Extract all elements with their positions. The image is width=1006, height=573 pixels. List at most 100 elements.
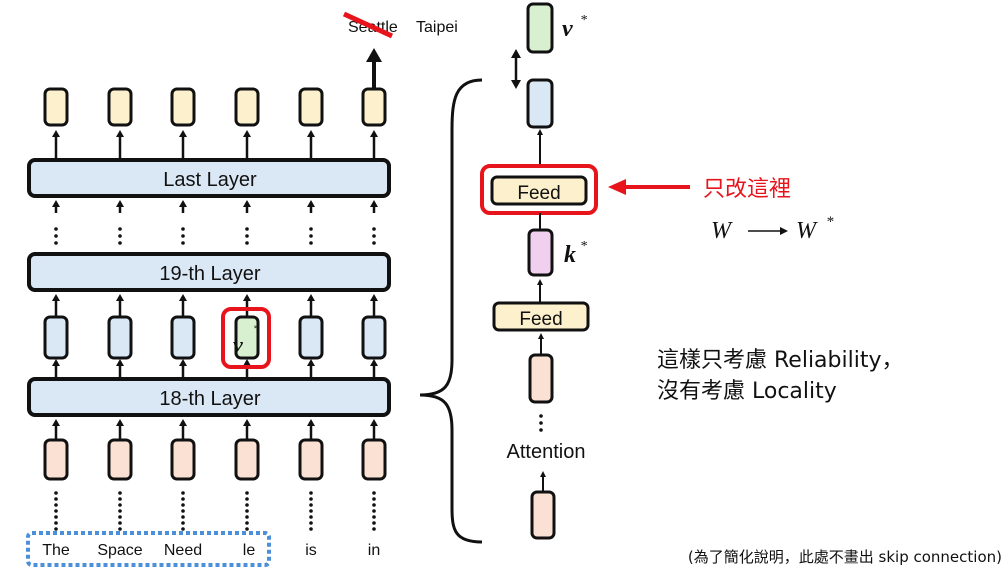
weight-to: W — [796, 218, 818, 244]
layer-19-label: 19-th Layer — [159, 263, 261, 285]
ellipsis-dot — [245, 497, 249, 501]
token-label: le — [243, 542, 256, 559]
target-vector-box — [526, 2, 554, 54]
input-embedding-box — [361, 438, 387, 481]
ellipsis-dot — [181, 227, 185, 231]
edited-vector-highlight: v * — [221, 307, 271, 369]
arrow-last-to-output-head — [116, 130, 124, 137]
arrow-embed-to-18-head — [370, 419, 378, 426]
note-line-2: 沒有考慮 Locality — [657, 379, 837, 404]
ellipsis-dot — [309, 234, 313, 238]
hidden-state-box — [298, 315, 324, 360]
ellipsis-dot — [54, 503, 58, 507]
ellipsis-dot — [372, 234, 376, 238]
target-vector-sup: * — [580, 13, 587, 28]
arrow-hidden-to-19-head — [307, 294, 315, 301]
ellipsis-dot — [309, 503, 313, 507]
input-embedding-box — [170, 438, 196, 481]
edited-vector-sup: * — [253, 321, 260, 336]
hidden-state-box — [170, 315, 196, 360]
edited-hidden-box — [234, 315, 260, 360]
ellipsis-dot — [539, 414, 543, 418]
ellipsis-dot — [309, 241, 313, 245]
note-line-1: 這樣只考慮 Reliability， — [657, 348, 903, 373]
key-vector-box — [527, 228, 554, 277]
hidden-state-box — [107, 315, 133, 360]
footnote: (為了簡化說明，此處不畫出 skip connection) — [688, 548, 1002, 566]
arrow-18-to-hidden-head — [370, 359, 378, 366]
ellipsis-dot — [181, 491, 185, 495]
ellipsis-dot — [54, 491, 58, 495]
ellipsis-dot — [372, 227, 376, 231]
ellipsis-dot — [309, 497, 313, 501]
arrow-18-to-hidden-head — [307, 359, 315, 366]
ellipsis-dot — [539, 428, 543, 432]
layer-last: Last Layer — [27, 158, 391, 198]
ellipsis-dot — [309, 509, 313, 513]
arrow-embed-to-18-head — [243, 419, 251, 426]
new-answer: Taipei — [416, 19, 458, 36]
red-highlight-box — [221, 307, 271, 369]
input-embedding-box — [298, 438, 324, 481]
ellipsis-dot — [245, 509, 249, 513]
arrow-into-last-layer-head — [307, 200, 315, 207]
ellipsis-dot — [54, 527, 58, 531]
ellipsis-dot — [245, 503, 249, 507]
token-label: in — [368, 542, 380, 559]
edit-annotation: 只改這裡 W W * — [608, 177, 834, 244]
prediction-arrow-head — [366, 48, 382, 62]
ellipsis-dot — [245, 227, 249, 231]
ellipsis-dot — [309, 491, 313, 495]
ellipsis-dot — [54, 241, 58, 245]
ellipsis-dot — [372, 497, 376, 501]
ellipsis-dot — [118, 497, 122, 501]
ellipsis-dot — [181, 521, 185, 525]
arrow-embed-to-18-head — [179, 419, 187, 426]
weight-to-sup: * — [826, 214, 834, 230]
ellipsis-dot — [245, 234, 249, 238]
token-label: Space — [97, 542, 142, 559]
attention-input-box — [530, 490, 556, 540]
layer-18-bar — [27, 377, 391, 417]
ellipsis-dot — [245, 241, 249, 245]
ellipsis-dot — [372, 491, 376, 495]
weight-arrow-head — [780, 227, 788, 235]
attention-label: Attention — [507, 441, 586, 463]
ellipsis-dot — [54, 515, 58, 519]
token-columns — [43, 87, 387, 531]
ellipsis-dot — [54, 234, 58, 238]
token-label: Need — [164, 542, 202, 559]
note: 這樣只考慮 Reliability， 沒有考慮 Locality — [657, 348, 903, 404]
ellipsis-dot — [372, 241, 376, 245]
token-label: is — [305, 542, 317, 559]
ellipsis-dot — [54, 509, 58, 513]
arrow-18-to-hidden-head — [52, 359, 60, 366]
arrow-18-to-hidden-head — [179, 359, 187, 366]
arrow-18-to-hidden-head — [243, 359, 251, 366]
ellipsis-dot — [181, 234, 185, 238]
arrow-hidden-to-19-head — [370, 294, 378, 301]
arrow-last-to-output-head — [307, 130, 315, 137]
target-vector-label: v — [562, 16, 573, 42]
ellipsis-dot — [372, 521, 376, 525]
double-arrow-head-up — [511, 49, 521, 58]
ellipsis-dot — [372, 503, 376, 507]
ellipsis-dot — [118, 521, 122, 525]
hidden-state-box — [43, 315, 69, 360]
ellipsis-dot — [309, 515, 313, 519]
ffn-detail: v * Feed k * Feed Attention — [480, 2, 598, 540]
ellipsis-dot — [309, 227, 313, 231]
ellipsis-dot — [245, 491, 249, 495]
last-layer-bar — [27, 158, 391, 198]
double-arrow-head-down — [511, 80, 521, 89]
arrow-last-to-output-head — [52, 130, 60, 137]
ellipsis-dot — [54, 521, 58, 525]
arrow-into-last-layer-head — [179, 200, 187, 207]
arrow-embed-to-18-head — [52, 419, 60, 426]
ellipsis-dot — [54, 227, 58, 231]
token-label: The — [42, 542, 70, 559]
last-layer-label: Last Layer — [163, 169, 257, 191]
expansion-brace — [419, 78, 483, 544]
ellipsis-dot — [245, 527, 249, 531]
output-token-box — [234, 87, 260, 127]
